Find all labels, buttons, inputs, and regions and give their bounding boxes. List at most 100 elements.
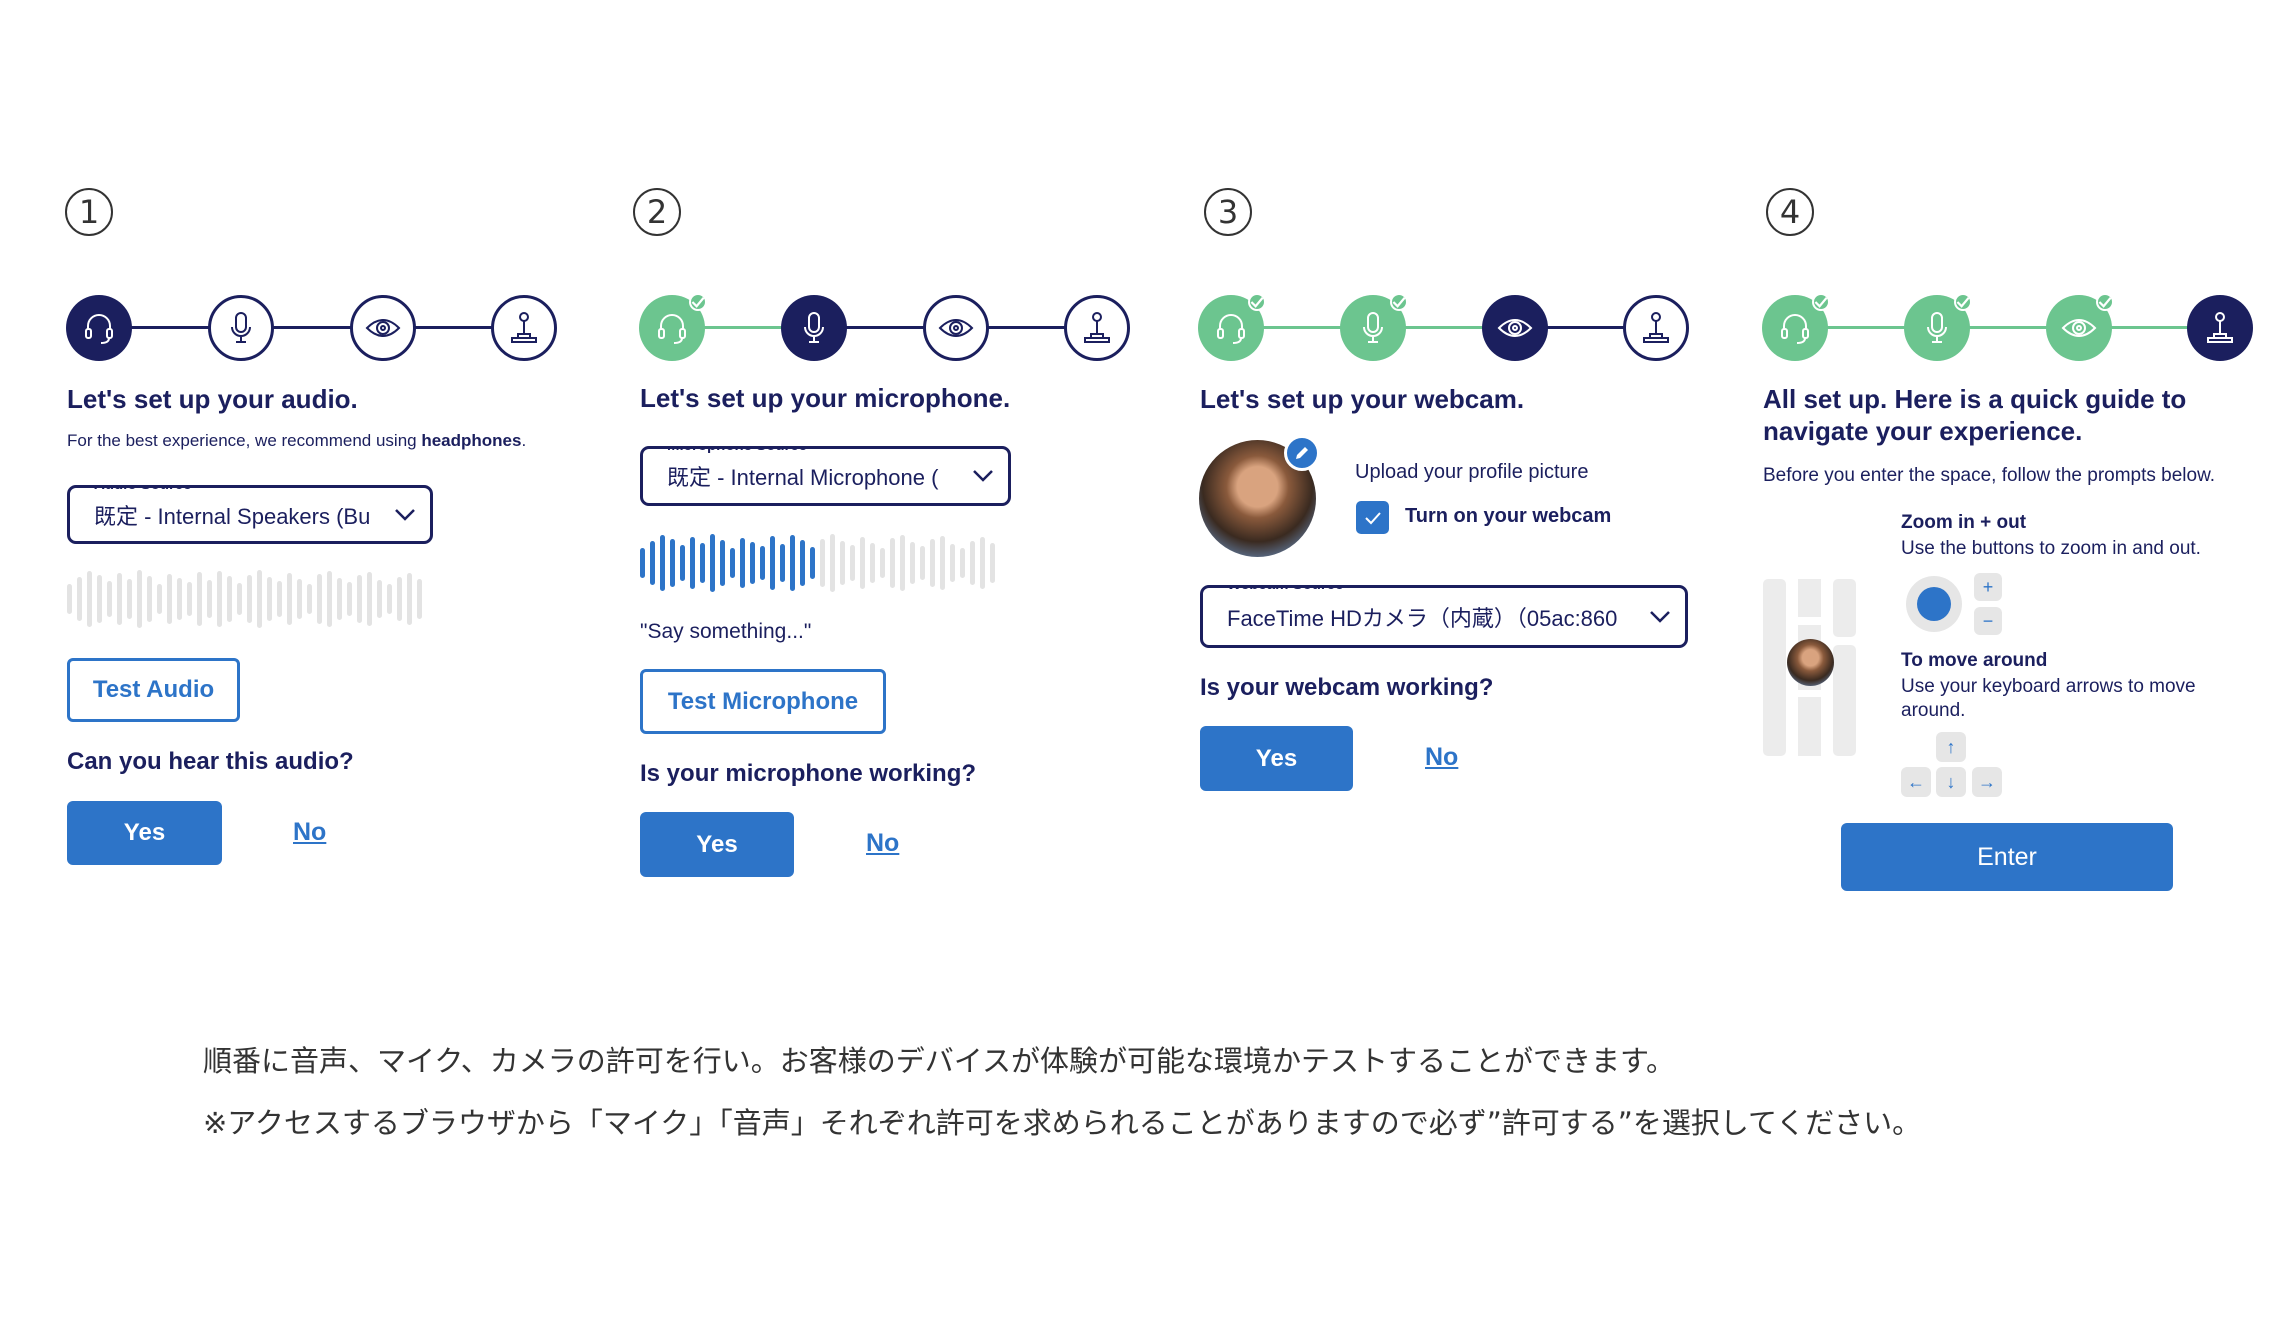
waveform-bar xyxy=(780,544,785,582)
waveform-bar xyxy=(267,577,272,621)
waveform-bar xyxy=(317,574,322,624)
no-link[interactable]: No xyxy=(866,829,900,857)
yes-button[interactable]: Yes xyxy=(67,801,222,865)
no-link[interactable]: No xyxy=(293,818,327,846)
webcam-checkbox-label: Turn on your webcam xyxy=(1405,505,1612,527)
microphone-icon xyxy=(1353,308,1393,348)
waveform-bar xyxy=(277,581,282,617)
step-joystick xyxy=(491,295,557,361)
waveform-bar xyxy=(750,542,755,584)
panel-heading: Let's set up your audio. xyxy=(67,384,358,414)
no-link[interactable]: No xyxy=(1425,743,1459,771)
waveform-bar xyxy=(730,548,735,578)
waveform-bar xyxy=(237,583,242,615)
step-eye xyxy=(350,295,416,361)
arrow-right-key[interactable]: → xyxy=(1972,767,2002,797)
eye-icon xyxy=(1495,308,1535,348)
headphones-icon xyxy=(1775,308,1815,348)
waveform-bar xyxy=(840,541,845,585)
waveform-bar xyxy=(187,582,192,616)
waveform-bar xyxy=(940,536,945,590)
panel-question: Can you hear this audio? xyxy=(67,748,354,775)
waveform-bar xyxy=(137,570,142,628)
test-microphone-button[interactable]: Test Microphone xyxy=(640,669,886,734)
joystick-icon xyxy=(504,308,544,348)
waveform-bar xyxy=(880,548,885,578)
audio-source-select[interactable]: Audio Source 既定 - Internal Speakers (Bu xyxy=(67,485,433,544)
upload-profile-label[interactable]: Upload your profile picture xyxy=(1355,461,1589,483)
waveform-bar xyxy=(377,580,382,618)
zoom-description: Use the buttons to zoom in and out. xyxy=(1901,538,2201,559)
headphones-icon xyxy=(652,308,692,348)
waveform-bar xyxy=(820,539,825,587)
map-illustration xyxy=(1763,579,1856,756)
step-headphones xyxy=(1198,293,1266,361)
arrow-down-key[interactable]: ↓ xyxy=(1936,767,1966,797)
panel-heading: Let's set up your microphone. xyxy=(640,383,1011,413)
waveform-bar xyxy=(367,572,372,626)
waveform-bar xyxy=(690,537,695,589)
waveform-bar xyxy=(700,543,705,583)
waveform-bar xyxy=(770,536,775,590)
waveform-bar xyxy=(970,541,975,585)
waveform-bar xyxy=(890,538,895,588)
step-number-4: 4 xyxy=(1766,188,1814,236)
test-audio-button[interactable]: Test Audio xyxy=(67,658,240,722)
joystick-icon xyxy=(1636,308,1676,348)
step-eye xyxy=(1482,295,1548,361)
zoom-in-button[interactable]: + xyxy=(1974,573,2002,601)
select-label: Audio Source xyxy=(86,488,200,493)
user-avatar xyxy=(1787,639,1834,686)
edit-pencil-icon[interactable] xyxy=(1284,435,1320,471)
arrow-left-key[interactable]: ← xyxy=(1901,767,1931,797)
joystick-icon xyxy=(2200,308,2240,348)
footer-note-1: 順番に音声、マイク、カメラの許可を行い。お客様のデバイスが体験が可能な環境かテス… xyxy=(203,1044,1676,1078)
eye-icon xyxy=(2059,308,2099,348)
arrow-up-key[interactable]: ↑ xyxy=(1936,732,1966,762)
waveform-bar xyxy=(67,584,72,614)
yes-button[interactable]: Yes xyxy=(1200,726,1353,791)
footer-note-2: ※アクセスするブラウザから「マイク」「音声」それぞれ許可を求められることがありま… xyxy=(203,1106,1922,1140)
check-icon xyxy=(1812,293,1830,311)
step-number-1: 1 xyxy=(65,188,113,236)
zoom-joystick[interactable] xyxy=(1906,576,1962,632)
panel-question: Is your microphone working? xyxy=(640,760,977,787)
panel-question: Is your webcam working? xyxy=(1200,674,1494,701)
stepper-connector xyxy=(1964,326,2052,329)
move-description: Use your keyboard arrows to move around. xyxy=(1901,676,2196,721)
waveform-bar xyxy=(257,570,262,628)
webcam-source-select[interactable]: Webcam Source FaceTime HDカメラ（内蔵）（05ac:86… xyxy=(1200,585,1688,648)
stepper-connector xyxy=(2106,326,2193,329)
microphone-icon xyxy=(794,308,834,348)
guide-description: Before you enter the space, follow the p… xyxy=(1763,465,2216,486)
waveform-bar xyxy=(800,540,805,586)
waveform-bar xyxy=(87,571,92,627)
waveform-bar xyxy=(227,576,232,622)
progress-stepper xyxy=(1198,293,1698,361)
waveform-bar xyxy=(297,579,302,619)
waveform-bar xyxy=(387,584,392,614)
waveform-bar xyxy=(760,546,765,580)
microphone-source-select[interactable]: Microphone Source 既定 - Internal Micropho… xyxy=(640,446,1011,506)
zoom-out-button[interactable]: − xyxy=(1974,607,2002,635)
waveform-bar xyxy=(950,544,955,582)
subtitle-end: . xyxy=(521,431,527,450)
check-icon xyxy=(1390,293,1408,311)
waveform-bar xyxy=(167,574,172,624)
zoom-title: Zoom in + out xyxy=(1901,512,2027,533)
waveform-bar xyxy=(930,539,935,587)
select-value: FaceTime HDカメラ（内蔵）（05ac:860 xyxy=(1227,605,1618,631)
waveform-bar xyxy=(850,545,855,581)
waveform-bar xyxy=(197,572,202,626)
chevron-down-icon xyxy=(380,508,430,522)
stepper-connector xyxy=(126,326,214,329)
step-joystick xyxy=(1064,295,1130,361)
webcam-checkbox[interactable] xyxy=(1356,501,1389,534)
yes-button[interactable]: Yes xyxy=(640,812,794,877)
waveform-bar xyxy=(810,547,815,579)
waveform-bar xyxy=(147,576,152,622)
enter-button[interactable]: Enter xyxy=(1841,823,2173,891)
waveform-bar xyxy=(207,580,212,618)
eye-icon xyxy=(936,308,976,348)
waveform-bar xyxy=(327,571,332,627)
